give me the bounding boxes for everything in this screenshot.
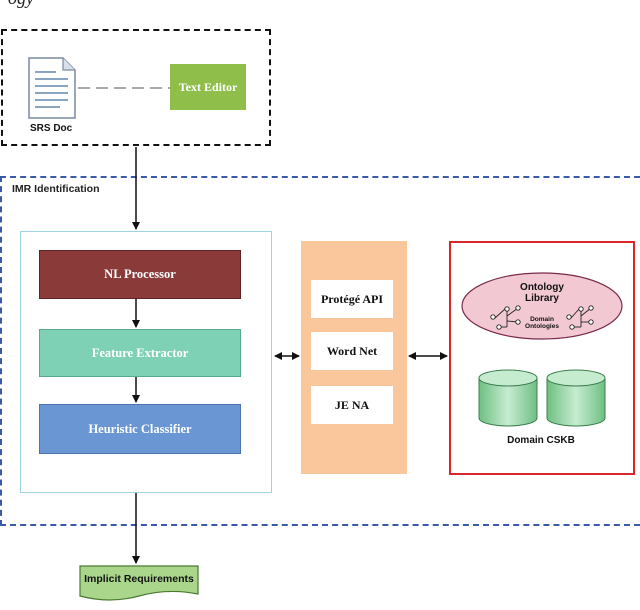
section-label: IMR Identification: [12, 183, 100, 195]
ontology-tree-right-icon: [566, 305, 594, 330]
heuristic-classifier-box: Heuristic Classifier: [39, 404, 241, 454]
text-editor-box: Text Editor: [170, 64, 246, 110]
feature-extractor-box: Feature Extractor: [39, 329, 241, 377]
feature-extractor-label: Feature Extractor: [91, 345, 189, 360]
nl-processor-label: NL Processor: [104, 267, 176, 281]
imr-identification-section: [0, 176, 640, 526]
cropped-caption: ogy: [0, 0, 640, 14]
jena-box: JE NA: [311, 386, 393, 424]
text-editor-label: Text Editor: [178, 79, 238, 94]
word-net-box: Word Net: [311, 332, 393, 370]
word-net-label: Word Net: [326, 343, 378, 358]
domain-cskb-label: Domain CSKB: [507, 435, 575, 446]
srs-document-icon: [28, 57, 76, 119]
domain-ontologies-label: Domain Ontologies: [525, 316, 559, 330]
srs-doc-label: SRS Doc: [30, 123, 73, 134]
protege-api-box: Protégé API: [311, 280, 393, 318]
implicit-requirements-label: Implicit Requirements: [84, 573, 194, 585]
ontology-library-title: Ontology Library: [520, 282, 564, 304]
ontology-tree-left-icon: [490, 305, 521, 330]
database-left-icon: [478, 369, 538, 427]
jena-label: JE NA: [334, 397, 370, 412]
protege-api-label: Protégé API: [320, 291, 384, 306]
implicit-requirements-shape: [79, 565, 199, 601]
input-group: [1, 29, 271, 146]
ontology-library-shape: [461, 272, 623, 340]
nl-processor-box: NL Processor: [39, 250, 241, 299]
heuristic-classifier-label: Heuristic Classifier: [88, 421, 192, 436]
database-right-icon: [546, 369, 606, 427]
